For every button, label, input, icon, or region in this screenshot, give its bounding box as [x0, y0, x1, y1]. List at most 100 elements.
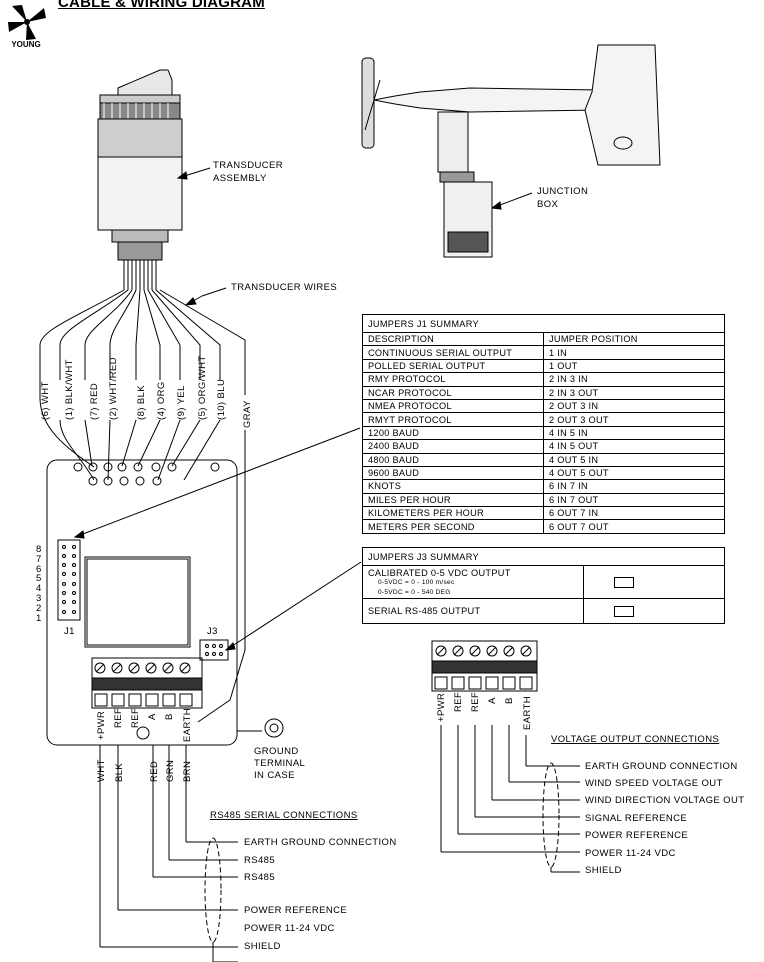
table-cell: 6 OUT 7 IN [543, 506, 725, 521]
j1-pin-number: 3 [36, 593, 42, 604]
table-cell: KNOTS [362, 479, 544, 494]
jumper-setting-icon [614, 577, 634, 589]
rs485-line: POWER REFERENCE [244, 905, 347, 916]
rs485-cable [99, 745, 238, 962]
voltage-line: POWER REFERENCE [585, 830, 688, 841]
j1-pin-number: 6 [36, 564, 42, 575]
j3-summary-title: JUMPERS J3 SUMMARY [362, 547, 725, 566]
table-cell: 2 IN 3 OUT [543, 385, 725, 400]
j3-row-label: SERIAL RS-485 OUTPUT [362, 598, 584, 624]
j3-summary-table: JUMPERS J3 SUMMARY CALIBRATED 0-5 VDC OU… [362, 547, 725, 624]
transducer-assembly-drawing [97, 69, 183, 290]
table-cell: METERS PER SECOND [362, 519, 544, 534]
j1-pin-number: 2 [36, 603, 42, 614]
transducer-assembly-label-1: TRANSDUCER [213, 160, 283, 171]
table-cell: 4800 BAUD [362, 452, 544, 467]
j1-label: J1 [64, 626, 75, 637]
wire-label: (1) BLK/WHT [64, 359, 75, 420]
table-cell: 4 OUT 5 IN [543, 452, 725, 467]
table-cell: 9600 BAUD [362, 465, 544, 481]
voltage-line: WIND SPEED VOLTAGE OUT [585, 778, 723, 789]
j1-pin-number: 4 [36, 583, 42, 594]
wire-label: (7) RED [89, 383, 100, 420]
transducer-assembly-label-2: ASSEMBLY [213, 173, 267, 184]
jumper-setting-icon [614, 606, 634, 618]
table-cell: 2 OUT 3 IN [543, 398, 725, 414]
wire-label: (9) YEL [176, 385, 187, 420]
transducer-wires-label: TRANSDUCER WIRES [231, 282, 337, 293]
young-propeller-logo-icon [6, 2, 48, 52]
voltage-terminal-label: EARTH [522, 696, 533, 730]
terminal-label: EARTH [182, 708, 193, 742]
j3-row-note: 0-5VDC = 0 - 540 DEG [378, 589, 451, 596]
voltage-line: EARTH GROUND CONNECTION [585, 761, 738, 772]
table-cell: RMY PROTOCOL [362, 372, 544, 387]
table-cell: POLLED SERIAL OUTPUT [362, 358, 544, 374]
table-cell: 2 OUT 3 OUT [543, 412, 725, 427]
ground-terminal-label-2: TERMINAL [254, 758, 305, 769]
table-cell: 4 IN 5 OUT [543, 439, 725, 454]
terminal-label: REF [113, 708, 124, 728]
junction-box-label-1: JUNCTION [537, 186, 588, 197]
logo-text: YOUNG [11, 40, 41, 49]
voltage-terminal-label: B [504, 697, 515, 704]
j1-header-position: JUMPER POSITION [543, 331, 725, 347]
table-cell: NCAR PROTOCOL [362, 385, 544, 400]
j1-pin-number: 5 [36, 573, 42, 584]
table-cell: 1 OUT [543, 358, 725, 374]
table-cell: MILES PER HOUR [362, 492, 544, 508]
rs485-line: RS485 [244, 855, 275, 866]
j3-row-label: CALIBRATED 0-5 VDC OUTPUT [368, 568, 511, 578]
rs485-line: SHIELD [244, 941, 281, 952]
table-cell: 6 OUT 7 OUT [543, 519, 725, 534]
junction-box-label-2: BOX [537, 199, 559, 210]
ground-terminal-label-1: GROUND [254, 746, 299, 757]
voltage-terminal-block [431, 640, 580, 873]
table-cell: 6 IN 7 IN [543, 479, 725, 494]
cable-wire-color: RED [149, 761, 160, 782]
j1-header-description: DESCRIPTION [362, 331, 544, 347]
j1-pins [62, 545, 76, 614]
voltage-terminal-label: REF [470, 692, 481, 712]
cable-wire-color: BLK [114, 763, 125, 782]
cable-wire-color: WHT [96, 759, 107, 782]
table-cell: CONTINUOUS SERIAL OUTPUT [362, 345, 544, 360]
table-cell: NMEA PROTOCOL [362, 398, 544, 414]
table-cell: 1 IN [543, 345, 725, 360]
rs485-line: RS485 [244, 872, 275, 883]
voltage-terminal-label: REF [453, 692, 464, 712]
voltage-terminal-label: A [487, 697, 498, 704]
cable-wire-color: BRN [182, 761, 193, 782]
wire-label: (10) BLU [216, 379, 227, 420]
table-cell: 1200 BAUD [362, 425, 544, 441]
voltage-line: SHIELD [585, 865, 622, 876]
rs485-line: POWER 11-24 VDC [244, 923, 335, 934]
junction-board [46, 459, 284, 746]
terminal-label: B [164, 713, 175, 720]
ground-terminal-label-3: IN CASE [254, 770, 295, 781]
table-cell: 4 OUT 5 OUT [543, 465, 725, 481]
table-cell: 2400 BAUD [362, 439, 544, 454]
wire-label: GRAY [242, 400, 253, 428]
voltage-terminal-label: +PWR [436, 693, 447, 722]
j3-label: J3 [207, 626, 218, 637]
terminal-label: A [147, 713, 158, 720]
wire-label: (5) ORG/WHT [197, 355, 208, 420]
terminal-label: REF [130, 708, 141, 728]
page-title: CABLE & WIRING DIAGRAM [58, 0, 265, 11]
wire-label: (6) WHT [40, 381, 51, 420]
j1-pin-number: 1 [36, 613, 42, 624]
rs485-title: RS485 SERIAL CONNECTIONS [210, 810, 358, 821]
wire-label: (4) ORG [156, 381, 167, 420]
voltage-line: WIND DIRECTION VOLTAGE OUT [585, 795, 744, 806]
table-cell: 6 IN 7 OUT [543, 492, 725, 508]
wire-label: (8) BLK [136, 385, 147, 420]
table-cell: 4 IN 5 IN [543, 425, 725, 441]
table-cell: RMYT PROTOCOL [362, 412, 544, 427]
anemometer-drawing [361, 44, 661, 258]
voltage-title: VOLTAGE OUTPUT CONNECTIONS [551, 734, 719, 745]
transducer-wires [39, 289, 246, 723]
